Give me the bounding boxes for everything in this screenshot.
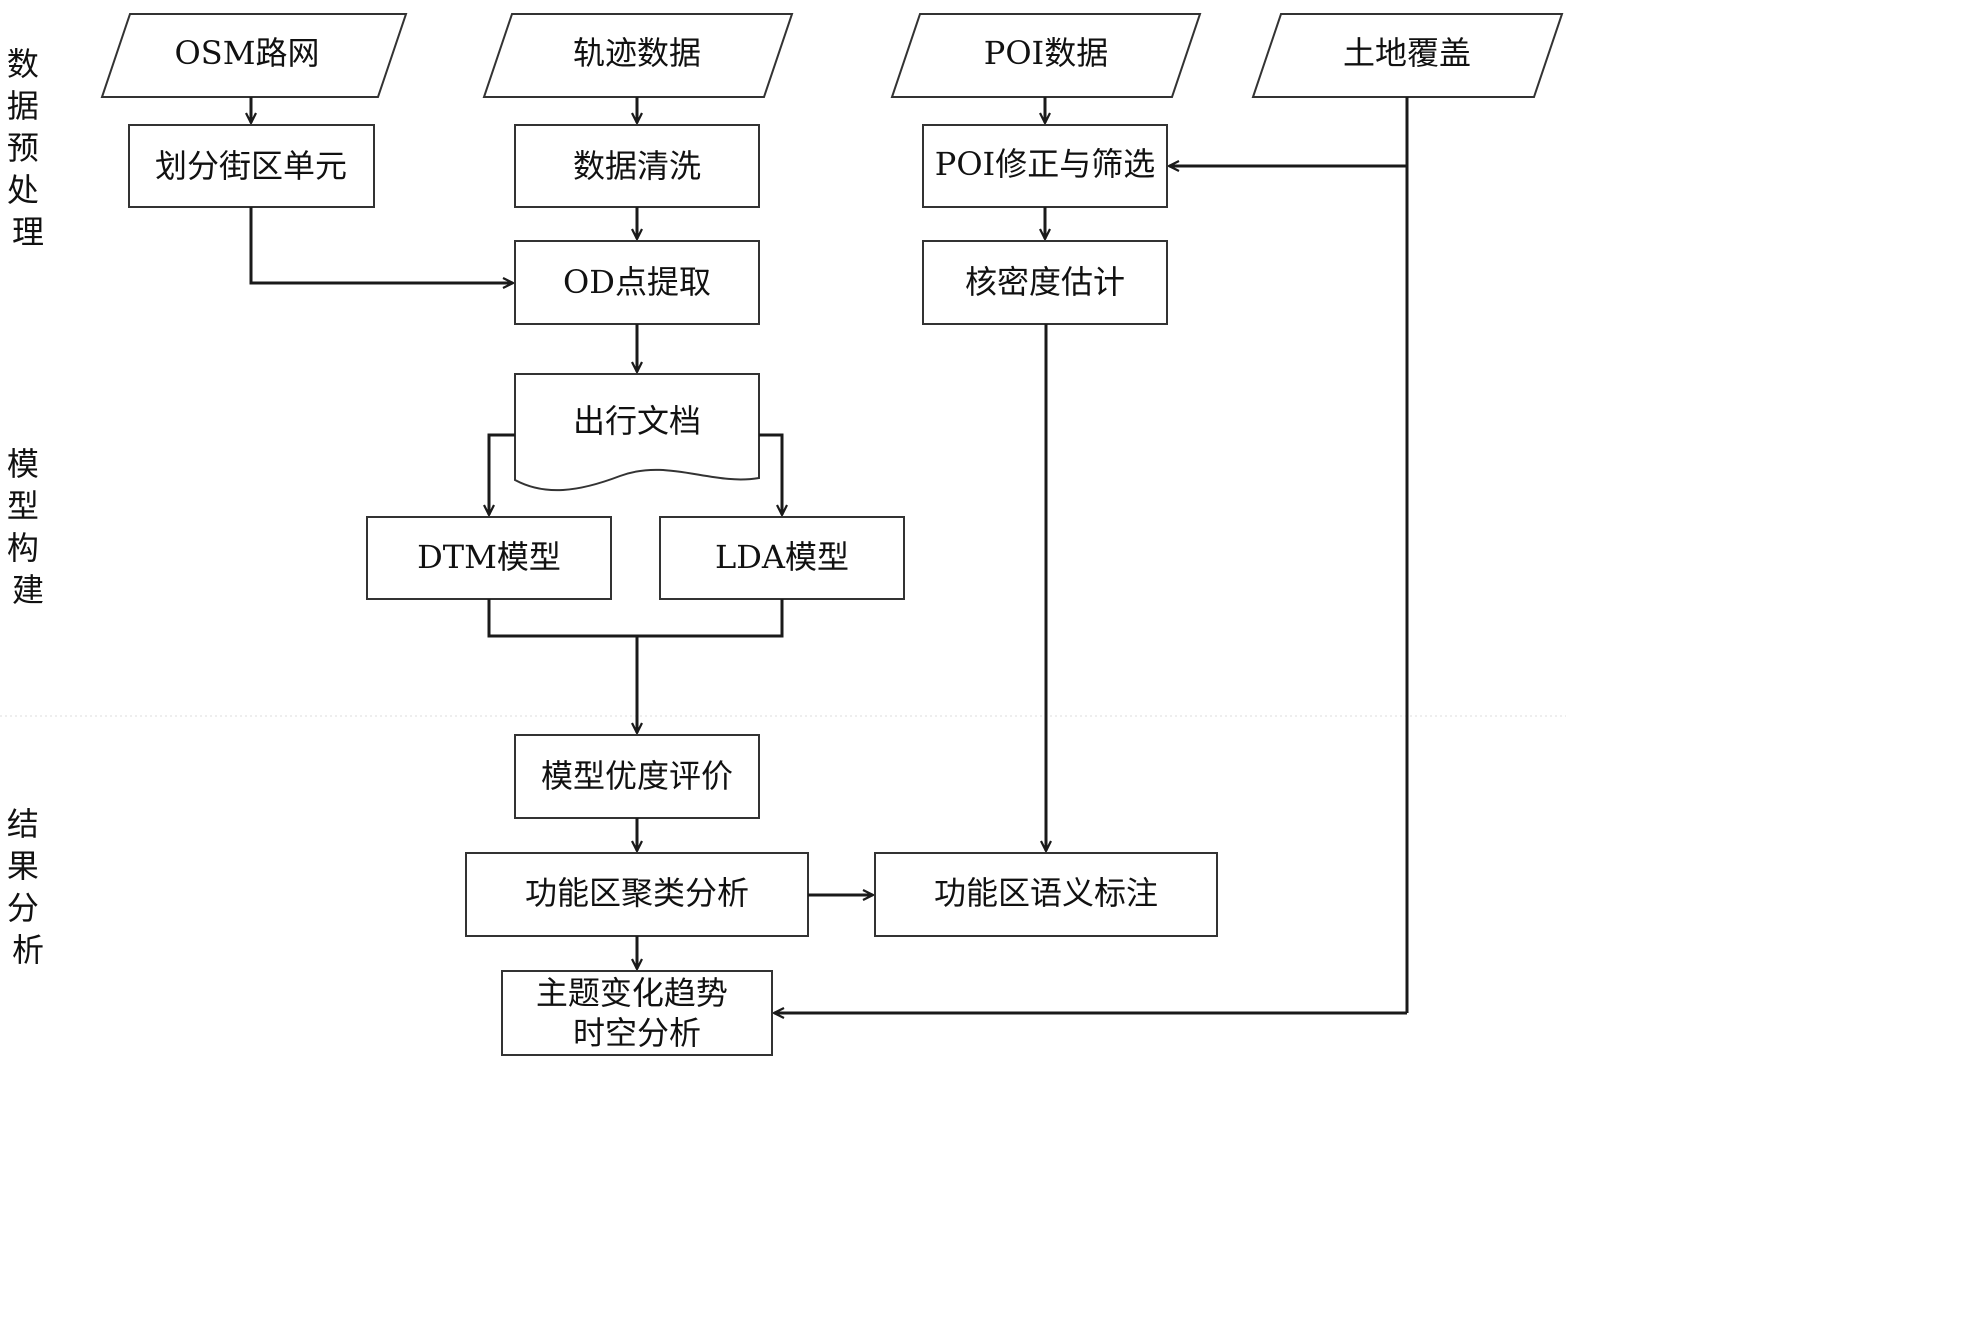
stage-label-model-building: 模 型 构 建 <box>7 445 49 609</box>
stage-label-preprocessing: 数 据 预 处 理 <box>7 45 49 251</box>
process-data-cleaning-label: 数据清洗 <box>573 147 701 185</box>
model-lda-label: LDA模型 <box>715 538 849 576</box>
model-dtm: DTM模型 <box>366 516 612 600</box>
process-trend-analysis: 主题变化趋势 时空分析 <box>501 970 773 1056</box>
input-osm-network-label: OSM路网 <box>175 34 320 72</box>
process-kde-label: 核密度估计 <box>965 263 1125 301</box>
input-trajectory-data-label: 轨迹数据 <box>573 34 701 72</box>
input-poi-data-label: POI数据 <box>984 34 1108 72</box>
process-model-evaluation-label: 模型优度评价 <box>541 757 733 795</box>
process-poi-correction: POI修正与筛选 <box>922 124 1168 208</box>
process-semantic-annotation-label: 功能区语义标注 <box>934 874 1158 912</box>
process-trend-analysis-label: 主题变化趋势 时空分析 <box>536 974 738 1052</box>
process-semantic-annotation: 功能区语义标注 <box>874 852 1218 937</box>
process-data-cleaning: 数据清洗 <box>514 124 760 208</box>
model-dtm-label: DTM模型 <box>417 538 561 576</box>
document-travel-label: 出行文档 <box>573 402 701 440</box>
process-divide-blocks-label: 划分街区单元 <box>155 147 347 185</box>
process-divide-blocks: 划分街区单元 <box>128 124 375 208</box>
process-kde: 核密度估计 <box>922 240 1168 325</box>
document-travel: 出行文档 <box>514 373 760 492</box>
merge-models <box>487 599 784 638</box>
process-model-evaluation: 模型优度评价 <box>514 734 760 819</box>
flowchart: 数 据 预 处 理 模 型 构 建 结 果 分 析 OSM路网 轨迹数据 POI… <box>0 13 1566 1056</box>
process-cluster-analysis-label: 功能区聚类分析 <box>525 874 749 912</box>
arrow-document-to-lda <box>759 433 782 515</box>
process-cluster-analysis: 功能区聚类分析 <box>465 852 809 937</box>
process-od-extraction: OD点提取 <box>514 240 760 325</box>
process-od-extraction-label: OD点提取 <box>563 263 711 301</box>
stage-label-result-analysis: 结 果 分 析 <box>7 805 49 969</box>
flowchart-canvas: 数 据 预 处 理 模 型 构 建 结 果 分 析 OSM路网 轨迹数据 POI… <box>0 13 1566 1056</box>
input-land-cover-label: 土地覆盖 <box>1343 34 1471 72</box>
model-lda: LDA模型 <box>659 516 905 600</box>
input-land-cover: 土地覆盖 <box>1251 13 1564 98</box>
arrow-document-to-dtm <box>489 433 515 515</box>
input-trajectory-data: 轨迹数据 <box>482 13 794 98</box>
connectors <box>249 97 1409 1013</box>
arrow-blocks-to-od <box>249 207 513 283</box>
process-poi-correction-label: POI修正与筛选 <box>935 145 1155 183</box>
input-osm-network: OSM路网 <box>100 13 408 98</box>
input-poi-data: POI数据 <box>890 13 1202 98</box>
